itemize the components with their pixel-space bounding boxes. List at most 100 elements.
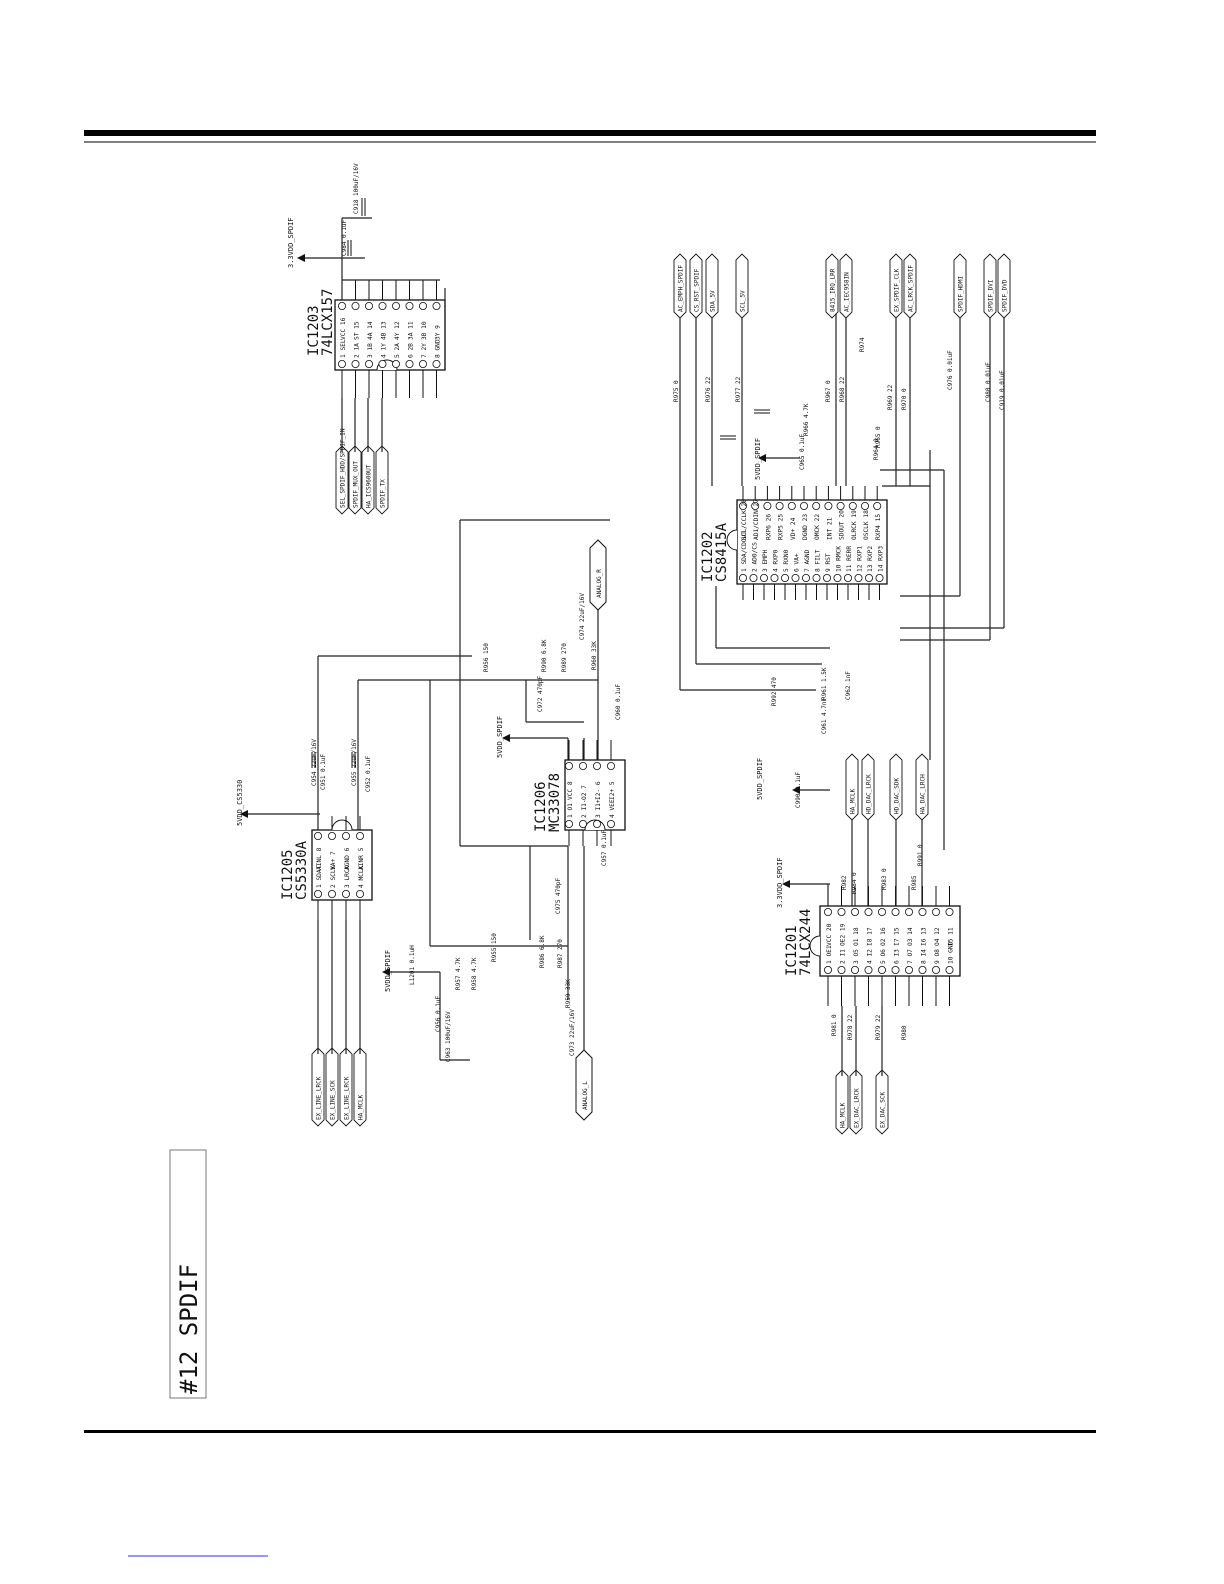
pin-label: 3 1B	[367, 343, 374, 358]
ic1203-ref: IC1203	[306, 305, 322, 356]
pin-label: O1 18	[853, 927, 860, 946]
c956-label: C956 0.1uF	[435, 995, 442, 1032]
net-flag-label: EX_LINE_SCK	[330, 1080, 337, 1120]
pin-label: 6 VA+	[794, 553, 801, 572]
ic1206-supply: 5VDD_SPDIF	[496, 716, 504, 758]
pin-label: O3 14	[907, 927, 914, 946]
net-flag	[953, 253, 967, 319]
net-flag-label: SCL_5V	[740, 290, 747, 312]
net-flag	[903, 253, 917, 319]
net-flag-label: AC_EMPH_SPDIF	[678, 265, 685, 312]
pin-label: AD1/CDIN 27	[753, 499, 760, 540]
net-flag	[915, 753, 929, 821]
c990-supply: 5VDD_SPDIF	[756, 758, 764, 800]
c957-label: C957 0.1uF	[601, 829, 608, 866]
c954-label: C954 22uF/16V	[311, 739, 318, 786]
pin-label: 3 LRCK	[344, 865, 351, 888]
pin-label: O2 7	[581, 785, 588, 800]
net-flag	[861, 753, 875, 821]
pin-label: OSCLK 18	[863, 510, 870, 540]
pin-label: OLRCK 19	[851, 510, 858, 540]
ic1201-part: 74LCX244	[798, 909, 814, 976]
svg-text:R978 22: R978 22	[847, 1014, 854, 1040]
svg-text:R981 0: R981 0	[831, 1014, 838, 1036]
pin-label: 2 SCLK	[330, 865, 337, 888]
pin-label: O4 12	[934, 927, 941, 946]
net-flag-label: SEL_SPDIF_HDD/SPDIF_IN	[340, 428, 347, 508]
c974-label: C974 22uF/16V	[579, 593, 586, 640]
pin-label: 4 MCLK	[358, 865, 365, 888]
c955-label: C955 22uF/16V	[351, 739, 358, 786]
pin-label: RXP6 26	[765, 514, 772, 540]
pin-label: 4 I2	[867, 949, 874, 964]
net-flag-label: SPDIF_DVD	[1002, 279, 1009, 312]
svg-text:R966 4.7K: R966 4.7K	[803, 403, 810, 436]
ic1201-supply: 3.3VDD_SPDIF	[776, 857, 784, 908]
pin-label: DGND 23	[802, 514, 809, 540]
pin-label: OMCK 22	[814, 514, 821, 540]
svg-text:R965 0: R965 0	[875, 426, 882, 448]
c960-label: C960 0.1uF	[615, 683, 622, 720]
pin-label: 1 SDAT	[316, 865, 323, 888]
pin-label: 2 1A	[354, 343, 361, 358]
svg-text:R992 470: R992 470	[771, 677, 778, 706]
pin-label: I2- 6	[595, 781, 602, 800]
pin-label: 4B 13	[381, 321, 388, 340]
ic1203-supply: 3.3VDD_SPDIF	[287, 217, 295, 268]
ic1202-part: CS8415A	[714, 522, 730, 582]
pin-label: 8 I4	[921, 949, 928, 964]
pin-label: 1 OE1	[826, 945, 833, 964]
c963-label: C963 100uF/16V	[445, 1011, 452, 1062]
svg-text:R982: R982	[841, 875, 848, 890]
pin-label: 2 AD0/CS	[752, 542, 759, 572]
net-flag	[997, 253, 1011, 319]
net-flag-label: EX_SPDIF_CLK	[894, 268, 901, 312]
net-flag	[983, 253, 997, 319]
pin-label: I6 13	[921, 927, 928, 946]
pin-label: 10 GND	[948, 941, 955, 964]
r959-label: R959 33K	[565, 979, 572, 1008]
pin-label: ST 15	[354, 321, 361, 340]
svg-text:R961 1.5K: R961 1.5K	[821, 667, 828, 700]
svg-text:R991 0: R991 0	[917, 844, 924, 866]
net-flag-label: HA_MCLK	[840, 1102, 847, 1128]
pin-label: 3 I1+	[595, 799, 602, 818]
pin-label: 12 RXP1	[857, 546, 864, 572]
pin-label: 3Y 9	[435, 325, 442, 340]
net-flag-label: HA_MCLK	[850, 788, 857, 814]
filter-supply: 5VDD_SPDIF	[384, 950, 392, 992]
net-flag-label: SPDIF_MUX_OUT	[353, 461, 360, 508]
net-flag	[845, 753, 859, 821]
net-flag-label: 8415_IRQ_LRR	[830, 268, 837, 312]
pin-label: AINR 5	[358, 847, 365, 870]
pin-label: I8 17	[867, 927, 874, 946]
net-flag-label: HA_DAC_LRCH	[920, 774, 927, 814]
svg-text:R969 22: R969 22	[887, 384, 894, 410]
c973-label: C973 22uF/16V	[569, 1009, 576, 1056]
pin-label: 3B 10	[421, 321, 428, 340]
ic1202-supply: 5VDD_SPDIF	[754, 438, 762, 480]
svg-text:C976 0.01uF: C976 0.01uF	[947, 350, 954, 390]
svg-text:R970 0: R970 0	[901, 388, 908, 410]
ic1203-part: 74LCX157	[320, 289, 336, 356]
net-flag	[839, 253, 853, 319]
pin-label: 3 O5	[853, 949, 860, 964]
ic1201-ref: IC1201	[784, 925, 800, 976]
svg-text:R985: R985	[911, 875, 918, 890]
svg-text:C990 0.1uF: C990 0.1uF	[795, 771, 802, 808]
net-flag-label: SPDIF_TX	[380, 479, 387, 508]
pin-label: 3A 11	[408, 321, 415, 340]
l1201-label: L1201 0.1uH	[409, 945, 416, 985]
pin-label: 13 RXP2	[867, 546, 874, 572]
pin-label: RXP4 15	[875, 514, 882, 540]
pin-label: 9 RST	[825, 553, 832, 572]
svg-text:R983 0: R983 0	[881, 868, 888, 890]
pin-label: O2 16	[880, 927, 887, 946]
